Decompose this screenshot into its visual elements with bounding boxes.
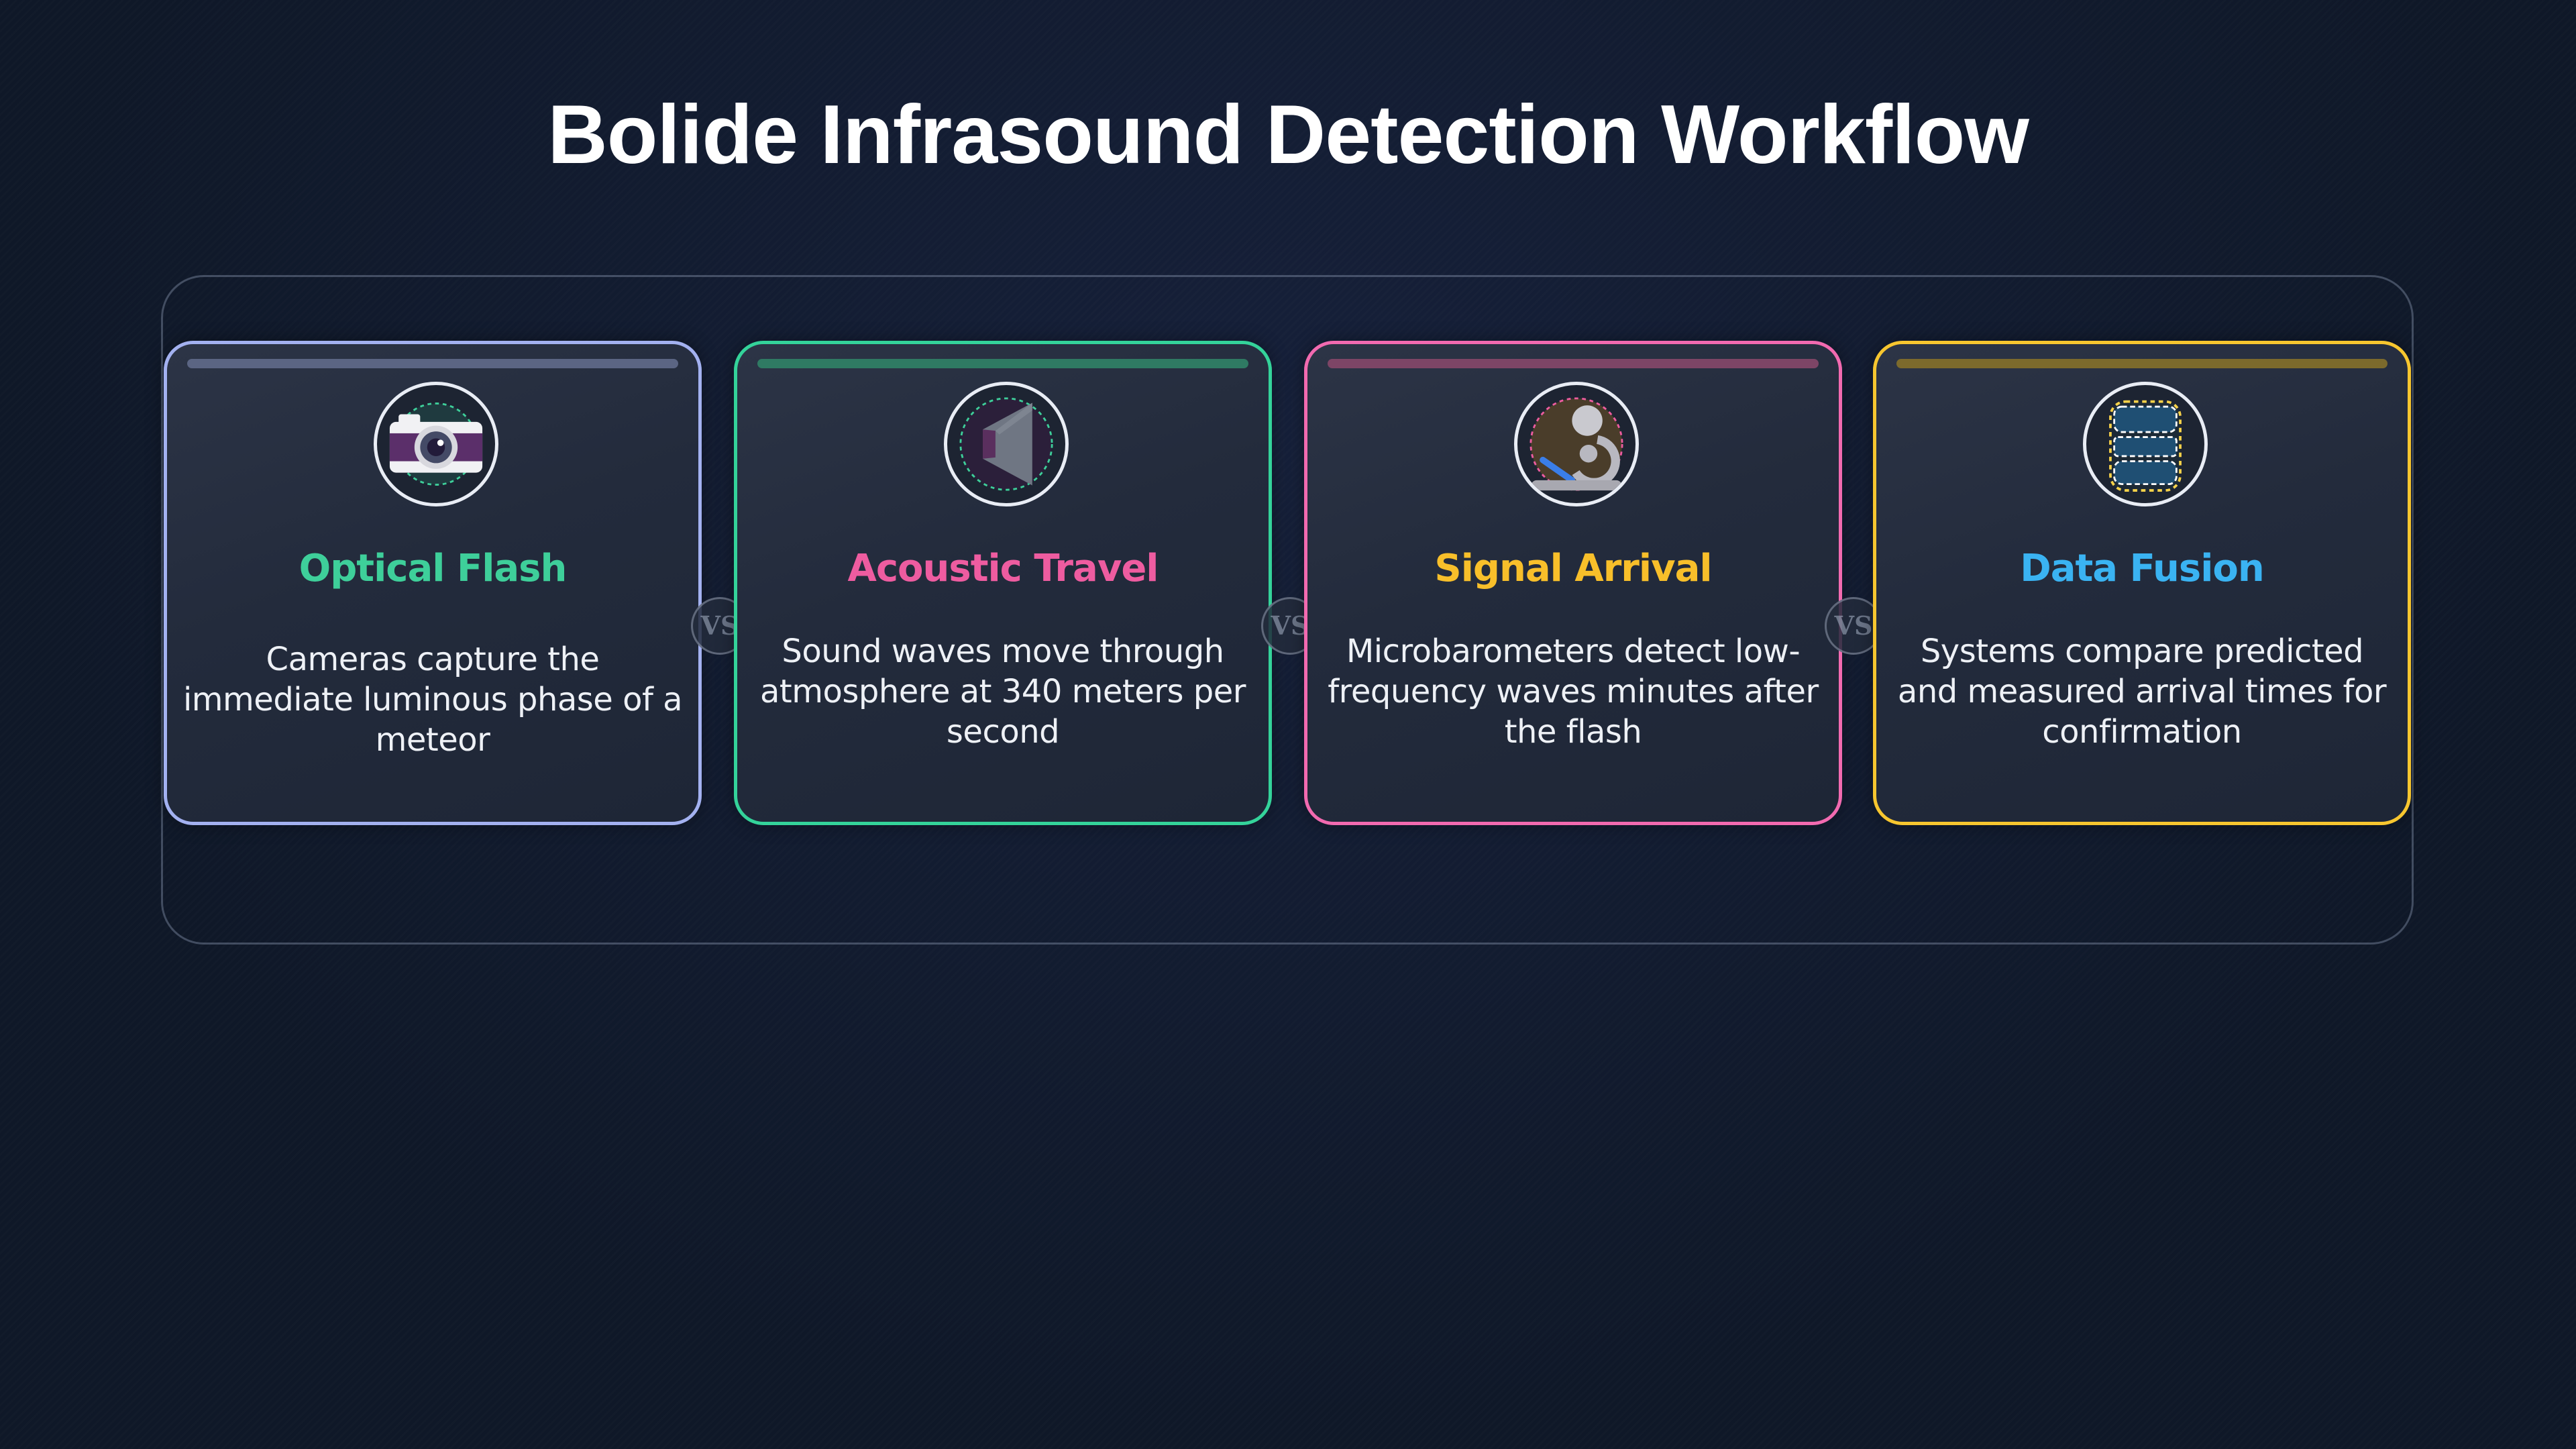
step-label: Acoustic Travel	[847, 547, 1159, 590]
speaker-icon	[944, 382, 1069, 506]
step-description: Cameras capture the immediate luminous p…	[182, 641, 683, 759]
card-accent-bar	[1328, 359, 1819, 368]
step-label: Signal Arrival	[1434, 547, 1712, 590]
page-title: Bolide Infrasound Detection Workflow	[547, 89, 2029, 181]
workflow-frame	[161, 275, 2414, 945]
step-card-signal-arrival: Signal Arrival Microbarometers detect lo…	[1304, 341, 1842, 825]
step-label: Optical Flash	[299, 547, 568, 590]
step-card-data-fusion: Data Fusion Systems compare predicted an…	[1873, 341, 2411, 825]
step-card-optical-flash: Optical Flash Cameras capture the immedi…	[164, 341, 702, 825]
microscope-icon	[1514, 382, 1639, 506]
step-description: Microbarometers detect low-frequency wav…	[1328, 633, 1819, 751]
card-accent-bar	[1896, 359, 2387, 368]
database-icon	[2083, 382, 2208, 506]
step-description: Sound waves move through atmosphere at 3…	[760, 633, 1246, 751]
step-label: Data Fusion	[2020, 547, 2265, 590]
camera-icon	[374, 382, 498, 506]
step-description: Systems compare predicted and measured a…	[1897, 633, 2387, 751]
card-accent-bar	[187, 359, 678, 368]
card-accent-bar	[757, 359, 1248, 368]
step-card-acoustic-travel: Acoustic Travel Sound waves move through…	[734, 341, 1272, 825]
